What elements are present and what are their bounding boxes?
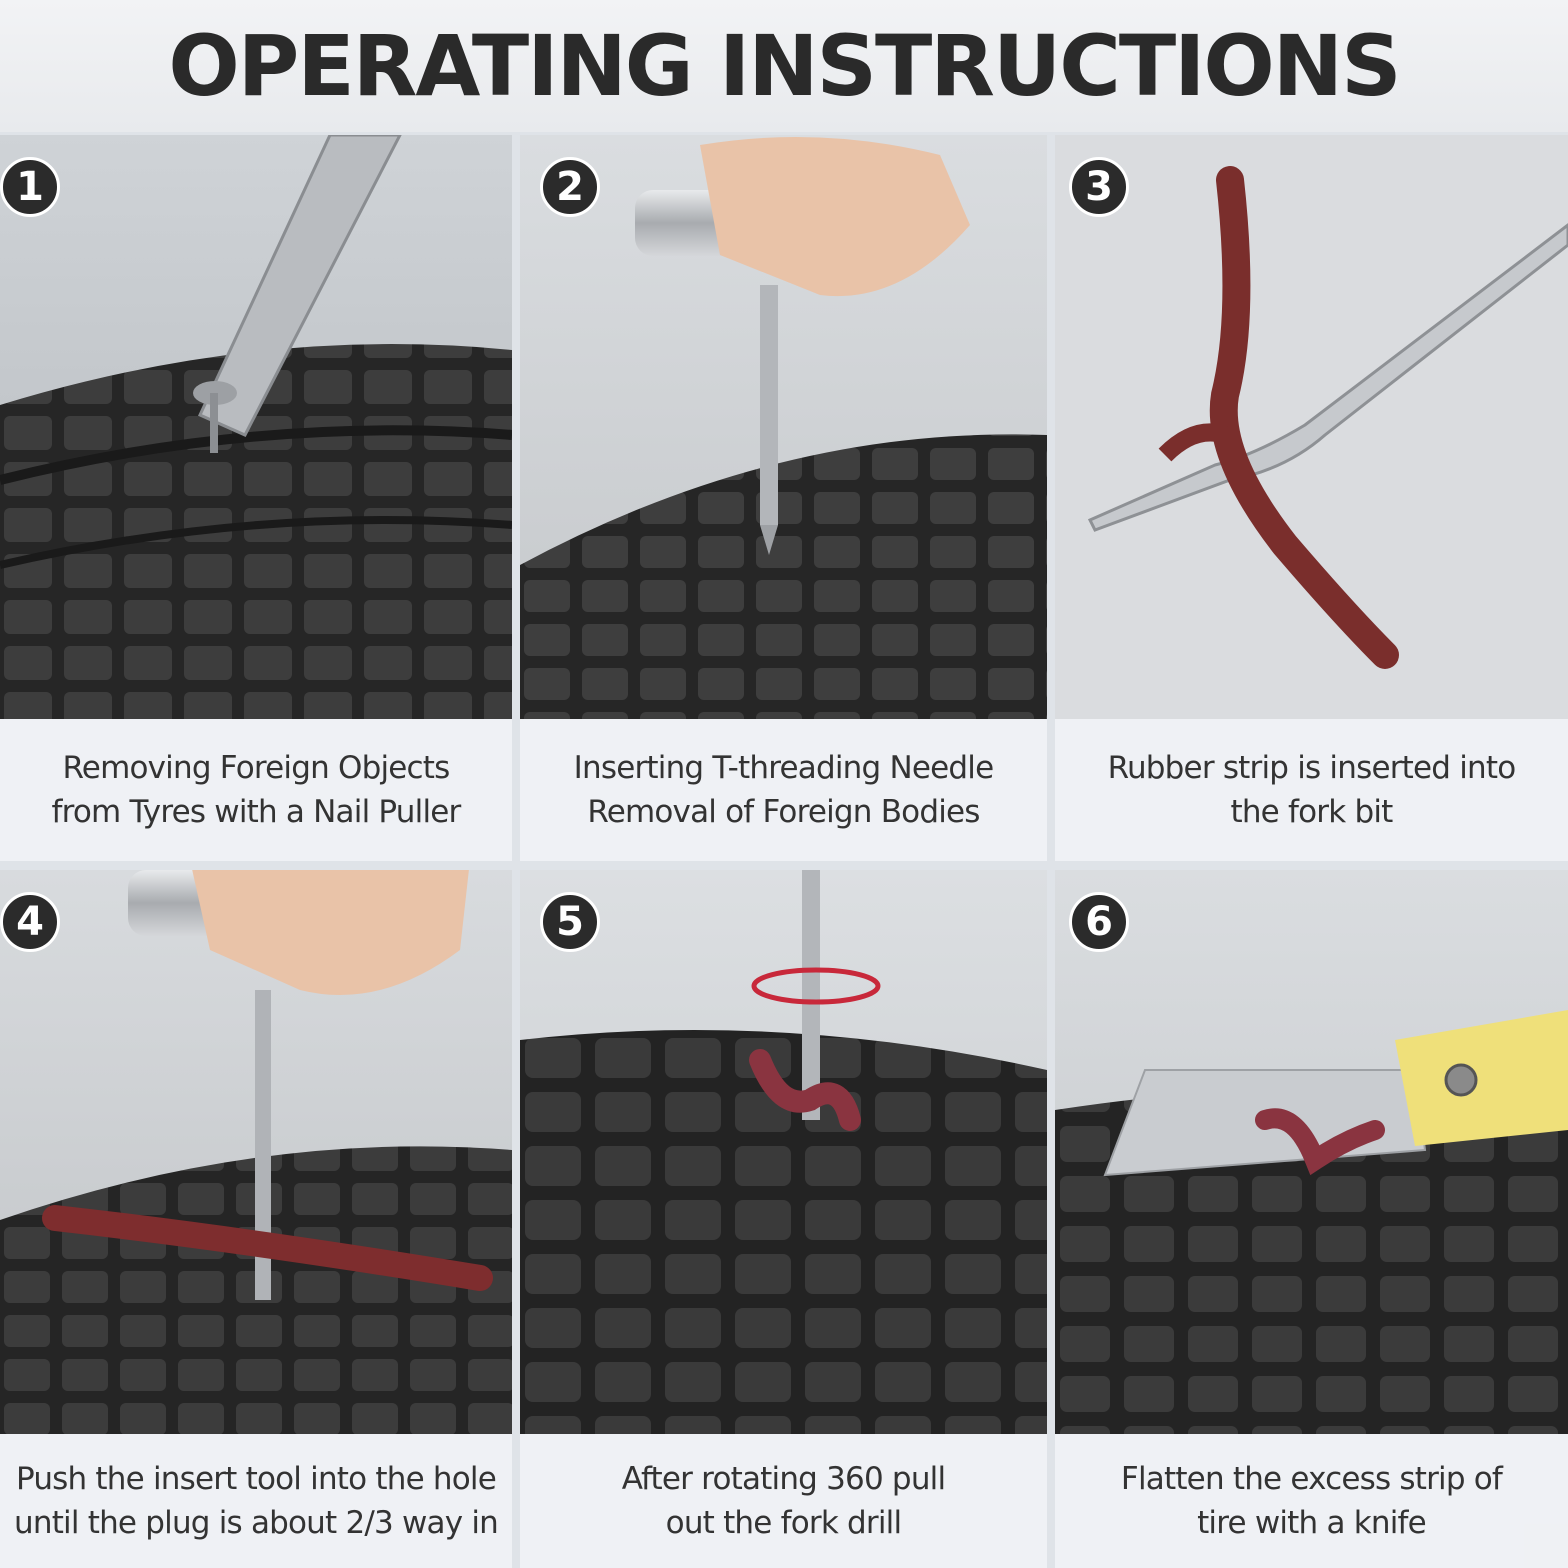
step-4-caption: Push the insert tool into the hole until… (0, 1434, 512, 1568)
step-2-photo (520, 135, 1047, 719)
caption-line: from Tyres with a Nail Puller (51, 794, 462, 830)
step-number-badge: 2 (540, 157, 600, 217)
step-number-badge: 4 (0, 892, 60, 952)
caption-line: the fork bit (1230, 794, 1393, 830)
caption-line: Inserting T-threading Needle (573, 750, 994, 786)
step-3-panel: 3 Rubber strip is inserted into the fork… (1055, 135, 1568, 861)
caption-line: Push the insert tool into the hole (15, 1461, 497, 1497)
caption-line: Rubber strip is inserted into (1107, 750, 1517, 786)
step-6-caption: Flatten the excess strip of tire with a … (1055, 1434, 1568, 1568)
caption-line: out the fork drill (665, 1505, 902, 1541)
caption-line: Removing Foreign Objects (62, 750, 450, 786)
step-5-panel: 5 After rotating 360 pull out the fork d… (520, 870, 1047, 1568)
caption-line: until the plug is about 2/3 way in (14, 1505, 499, 1541)
step-number-badge: 1 (0, 157, 60, 217)
step-number-badge: 3 (1069, 157, 1129, 217)
step-3-caption: Rubber strip is inserted into the fork b… (1055, 719, 1568, 861)
step-2-caption: Inserting T-threading Needle Removal of … (520, 719, 1047, 861)
step-1-panel: 1 Removing Foreign Objects from Tyres wi… (0, 135, 512, 861)
page-title: OPERATING INSTRUCTIONS (0, 0, 1568, 132)
step-3-photo (1055, 135, 1568, 719)
step-5-caption: After rotating 360 pull out the fork dri… (520, 1434, 1047, 1568)
step-number-badge: 6 (1069, 892, 1129, 952)
caption-line: tire with a knife (1197, 1505, 1427, 1541)
caption-line: Flatten the excess strip of (1120, 1461, 1503, 1497)
step-1-caption: Removing Foreign Objects from Tyres with… (0, 719, 512, 861)
caption-line: Removal of Foreign Bodies (587, 794, 980, 830)
step-4-panel: 4 Push the insert tool into the hole unt… (0, 870, 512, 1568)
step-6-panel: 6 Flatten the excess strip of tire with … (1055, 870, 1568, 1568)
step-4-photo (0, 870, 512, 1434)
step-number-badge: 5 (540, 892, 600, 952)
step-2-panel: 2 Inserting T-threading Needle Removal o… (520, 135, 1047, 861)
step-1-photo (0, 135, 512, 719)
step-5-photo (520, 870, 1047, 1434)
step-6-photo (1055, 870, 1568, 1434)
caption-line: After rotating 360 pull (621, 1461, 946, 1497)
